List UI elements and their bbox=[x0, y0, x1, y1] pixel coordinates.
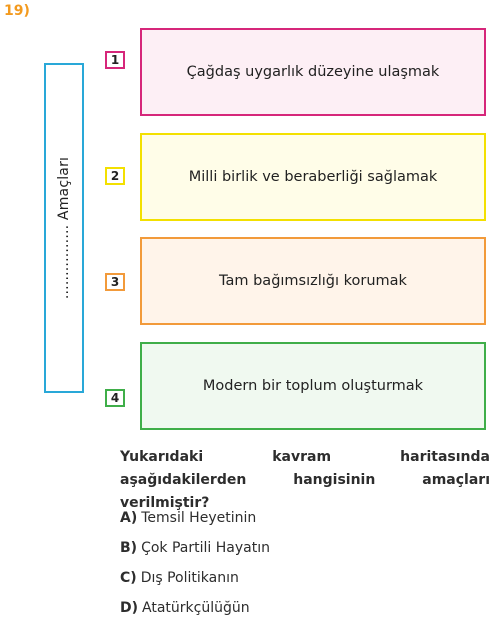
concept-text-2: Milli birlik ve beraberliği sağlamak bbox=[188, 169, 438, 185]
option-d-letter: D) bbox=[120, 600, 139, 616]
option-d-text: Atatürkçülüğün bbox=[142, 600, 250, 616]
concept-box-3: Tam bağımsızlığı korumak bbox=[140, 237, 486, 325]
question-number: 19) bbox=[4, 3, 30, 19]
option-b[interactable]: B)Çok Partili Hayatın bbox=[120, 540, 270, 556]
option-c-text: Dış Politikanın bbox=[140, 570, 239, 586]
item-number-2: 2 bbox=[105, 167, 125, 185]
option-b-text: Çok Partili Hayatın bbox=[141, 540, 270, 556]
item-number-1: 1 bbox=[105, 51, 125, 69]
option-b-letter: B) bbox=[120, 540, 138, 556]
option-a-letter: A) bbox=[120, 510, 138, 526]
question-text: Yukarıdaki kavram haritasında aşağıdakil… bbox=[120, 449, 490, 511]
item-number-3: 3 bbox=[105, 273, 125, 291]
option-d[interactable]: D)Atatürkçülüğün bbox=[120, 600, 250, 616]
vertical-concept-box: ................ Amaçları bbox=[44, 63, 84, 393]
item-number-4: 4 bbox=[105, 389, 125, 407]
option-a[interactable]: A)Temsil Heyetinin bbox=[120, 510, 256, 526]
vertical-concept-label: ................ Amaçları bbox=[56, 156, 72, 300]
concept-text-3: Tam bağımsızlığı korumak bbox=[219, 273, 407, 289]
concept-box-1: Çağdaş uygarlık düzeyine ulaşmak bbox=[140, 28, 486, 116]
option-a-text: Temsil Heyetinin bbox=[141, 510, 257, 526]
concept-box-2: Milli birlik ve beraberliği sağlamak bbox=[140, 133, 486, 221]
concept-text-1: Çağdaş uygarlık düzeyine ulaşmak bbox=[186, 64, 440, 80]
concept-text-4: Modern bir toplum oluşturmak bbox=[202, 378, 424, 394]
option-c[interactable]: C)Dış Politikanın bbox=[120, 570, 239, 586]
option-c-letter: C) bbox=[120, 570, 137, 586]
concept-box-4: Modern bir toplum oluşturmak bbox=[140, 342, 486, 430]
